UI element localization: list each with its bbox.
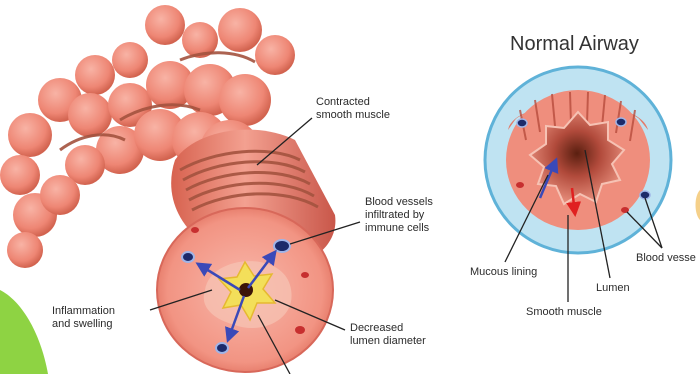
label-mucous-lining: Mucous lining (470, 266, 537, 279)
right-edge-fragment (696, 190, 700, 220)
label-lumen: Lumen (596, 282, 630, 295)
label-blood-vessels-infiltrated: Blood vessels infiltrated by immune cell… (365, 196, 433, 235)
label-blood-vessels: Blood vesse (636, 252, 700, 265)
leaf-decoration (0, 290, 48, 374)
label-inflammation-swelling: Inflammation and swelling (52, 305, 115, 331)
label-contracted-smooth-muscle: Contracted smooth muscle (316, 96, 390, 122)
label-decreased-lumen-diameter: Decreased lumen diameter (350, 322, 426, 348)
label-smooth-muscle: Smooth muscle (526, 306, 602, 319)
normal-airway-title: Normal Airway (510, 33, 639, 56)
